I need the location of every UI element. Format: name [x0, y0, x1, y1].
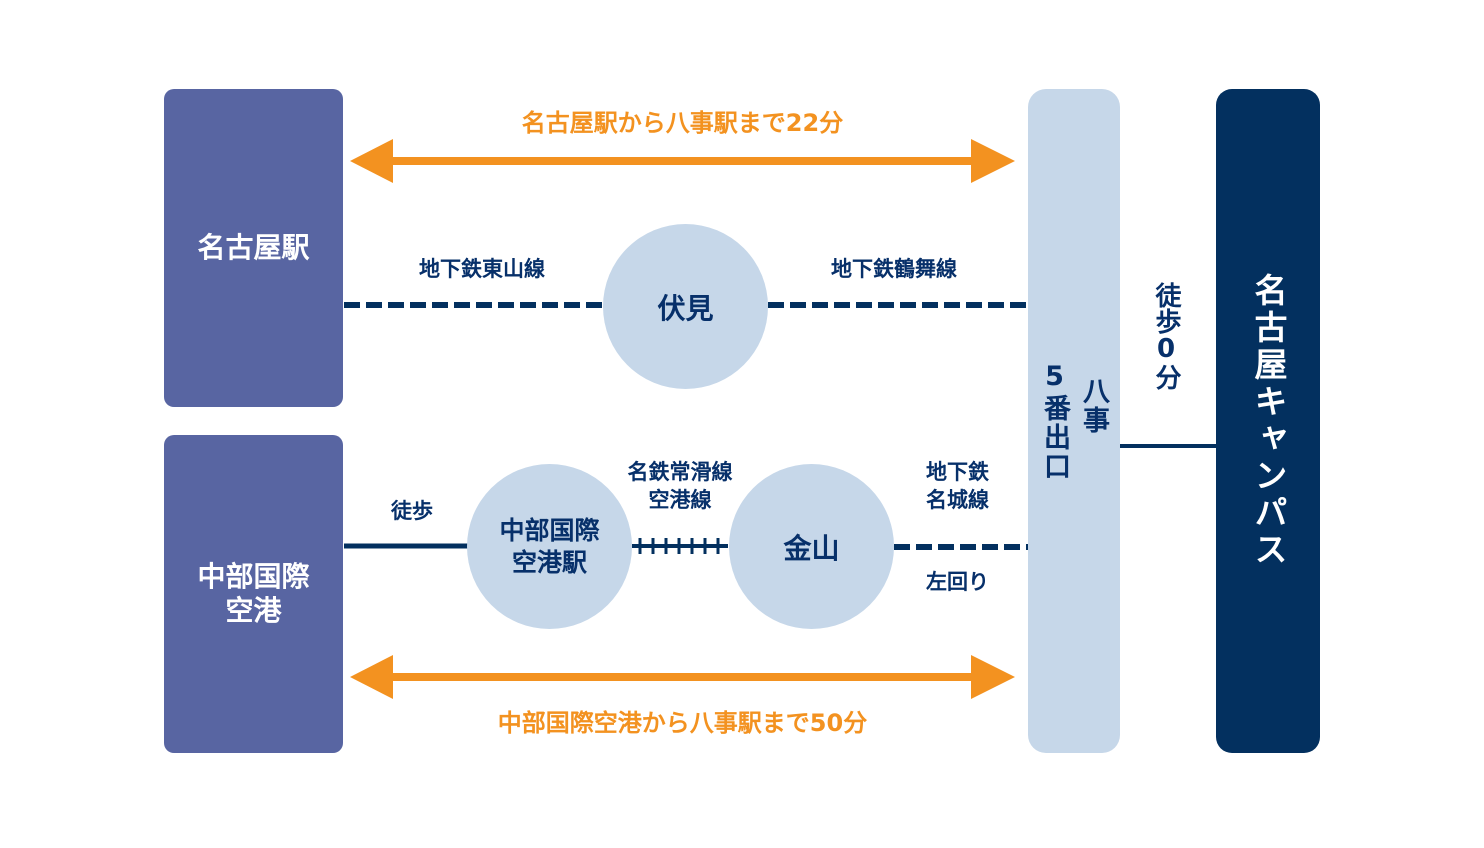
arrow-nagoya-to-yagoto — [350, 139, 1015, 183]
meitetsu-line-label-line2: 空港線 — [648, 488, 712, 512]
campus-walk-label: 徒歩0分 — [1151, 282, 1181, 390]
chubu-airport-box: 中部国際 空港 — [164, 435, 343, 753]
meijo-line-label-line2: 名城線 — [926, 488, 989, 512]
airport-station-label-line1: 中部国際 — [499, 515, 600, 545]
fushimi-station: 伏見 — [603, 224, 768, 389]
yagoto-exit-label: 5番出口 — [1039, 361, 1070, 481]
nagoya-station-label: 名古屋駅 — [197, 231, 310, 264]
bottom-arrow-label: 中部国際空港から八事駅まで50分 — [497, 709, 868, 737]
nagoya-campus-label: 名古屋キャンパス — [1249, 273, 1288, 569]
meitetsu-line-label-line1: 名鉄常滑線 — [627, 460, 733, 484]
direction-label: 左回り — [926, 570, 989, 594]
meijo-line-label-line1: 地下鉄 — [926, 460, 989, 484]
chubu-airport-label-line2: 空港 — [225, 594, 282, 627]
higashiyama-line-label: 地下鉄東山線 — [419, 257, 545, 281]
meitetsu-line — [632, 538, 728, 554]
fushimi-station-label: 伏見 — [657, 291, 714, 325]
walk-label: 徒歩 — [391, 499, 433, 523]
kanayama-station-label: 金山 — [783, 531, 840, 565]
airport-station-label-line2: 空港駅 — [511, 547, 587, 577]
nagoya-station-box: 名古屋駅 — [164, 89, 343, 407]
arrow-airport-to-yagoto — [350, 655, 1015, 699]
kanayama-station: 金山 — [729, 464, 894, 629]
chubu-airport-label-line1: 中部国際 — [197, 560, 310, 593]
yagoto-station-name: 八事 — [1078, 377, 1109, 435]
airport-station: 中部国際 空港駅 — [467, 464, 632, 629]
top-arrow-label: 名古屋駅から八事駅まで22分 — [521, 109, 844, 137]
tsurumai-line-label: 地下鉄鶴舞線 — [831, 257, 957, 281]
meitetsu-line-label: 名鉄常滑線 空港線 — [605, 458, 755, 514]
nagoya-campus-box: 名古屋キャンパス — [1216, 89, 1320, 753]
yagoto-station-box: 八事 5番出口 — [1028, 89, 1120, 753]
meijo-line-label: 地下鉄 名城線 — [900, 458, 1015, 514]
